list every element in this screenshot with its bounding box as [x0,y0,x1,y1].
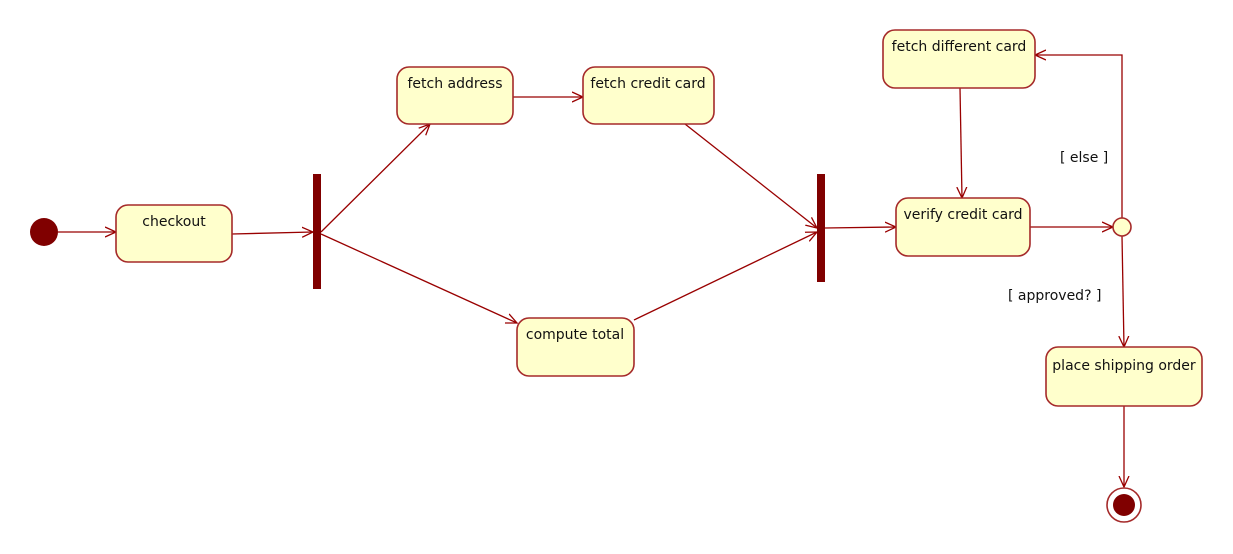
action-label: fetch different card [892,39,1027,55]
action-verify-credit-card[interactable]: verify credit card [895,197,1031,257]
action-label: place shipping order [1052,358,1196,374]
action-label: checkout [142,214,206,230]
fork-bar [313,174,321,289]
edge-fork-fetch-address [320,124,430,233]
initial-node [30,218,58,246]
action-label: fetch credit card [590,76,705,92]
action-label: verify credit card [903,207,1022,223]
final-node [1106,487,1142,523]
join-bar [817,174,825,282]
edge-decision-fetch-different-card [1035,55,1123,218]
action-place-shipping-order[interactable]: place shipping order [1045,346,1203,407]
edge-checkout-fork [231,232,313,234]
guard-approved: [ approved? ] [1008,288,1101,304]
edge-join-verify [824,227,896,228]
action-compute-total[interactable]: compute total [516,317,635,377]
edge-fetch-different-verify [960,87,962,198]
action-fetch-different-card[interactable]: fetch different card [882,29,1036,89]
action-label: compute total [526,327,624,343]
edge-compute-total-join [633,232,817,321]
action-fetch-credit-card[interactable]: fetch credit card [582,66,715,125]
edge-fetch-credit-card-join [684,123,817,228]
action-checkout[interactable]: checkout [115,204,233,263]
edge-fork-compute-total [320,233,517,323]
action-fetch-address[interactable]: fetch address [396,66,514,125]
guard-else: [ else ] [1060,150,1108,166]
action-label: fetch address [407,76,502,92]
edge-decision-place-order [1122,235,1124,347]
decision-node [1112,217,1132,237]
